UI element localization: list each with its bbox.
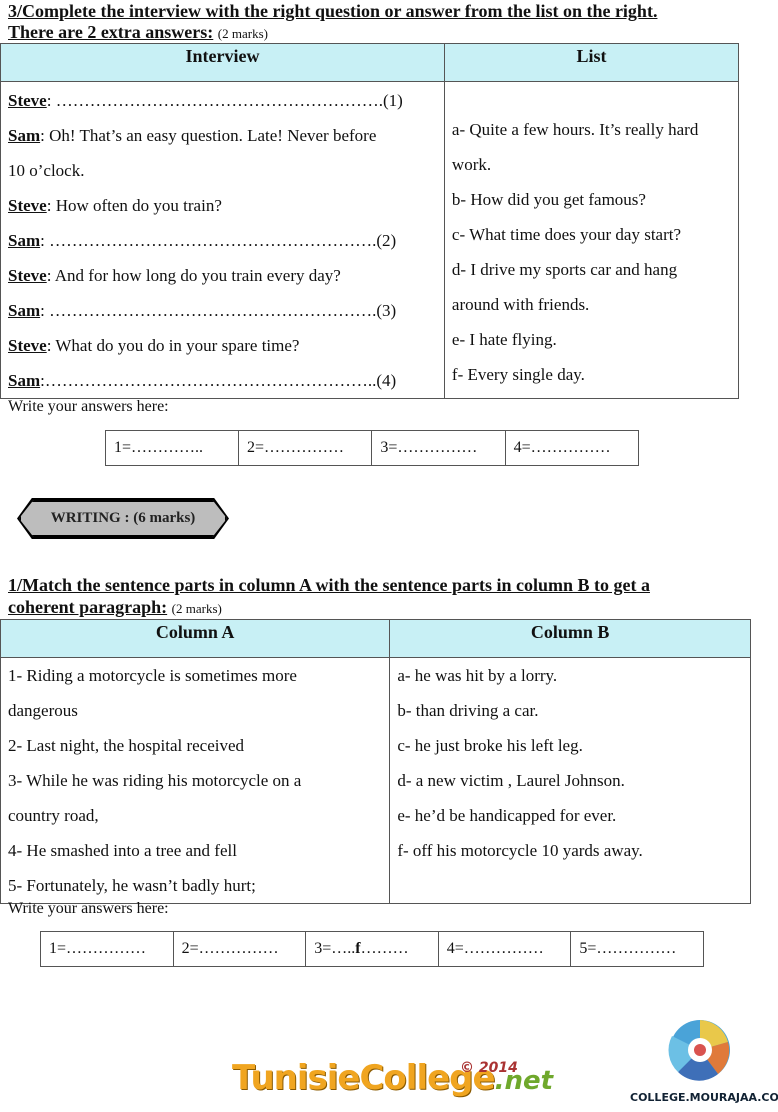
mourajaa-site: COLLEGE.MOURAJAA.COM: [630, 1091, 778, 1104]
list-item: d- I drive my sports car and hang: [451, 260, 678, 279]
dialogue-text: :…………………………………………………..(4): [40, 371, 397, 390]
column-a-line: country road,: [8, 806, 99, 825]
interview-line: Sam: Oh! That’s an easy question. Late! …: [8, 118, 438, 153]
exercise1-subtitle-text: coherent paragraph:: [8, 597, 168, 617]
dialogue-text: : And for how long do you train every da…: [46, 266, 341, 285]
exercise3-marks: (2 marks): [217, 26, 268, 41]
column-b-cell: a- he was hit by a lorry. b- than driving…: [389, 657, 751, 904]
list-item: e- I hate flying.: [451, 330, 557, 349]
dialogue-text: : Oh! That’s an easy question. Late! Nev…: [40, 126, 377, 145]
exercise3-subtitle-text: There are 2 extra answers:: [8, 22, 214, 42]
answer-box-1[interactable]: 1=…………..: [104, 430, 240, 466]
speaker-name: Sam: [8, 126, 41, 145]
column-b-line: b- than driving a car.: [397, 701, 539, 720]
exercise1-marks: (2 marks): [171, 601, 222, 616]
dialogue-text: : ………………………………………………….(2): [40, 231, 397, 250]
interview-line: Steve: ………………………………………………….(1): [8, 83, 438, 118]
column-b-line: c- he just broke his left leg.: [397, 736, 583, 755]
logo-year: © 2014: [460, 1060, 518, 1076]
match-answer-3-letter: f: [355, 940, 361, 957]
speaker-name: Sam: [8, 231, 41, 250]
interview-line: Sam: ………………………………………………….(3): [8, 293, 438, 328]
match-answer-box-5[interactable]: 5=……………: [570, 931, 704, 967]
interview-cell: Steve: ………………………………………………….(1)Sam: Oh! T…: [0, 81, 445, 399]
mourajaa-emblem-icon: [668, 1020, 730, 1081]
column-a-lines: 1- Riding a motorcycle is sometimes more…: [8, 658, 383, 903]
speaker-name: Sam: [8, 301, 41, 320]
list-lines: a- Quite a few hours. It’s really hard wo…: [452, 82, 732, 392]
logo-main-text: TunisieCollege: [232, 1058, 496, 1098]
tunisiecollege-logo: TunisieCollege.net © 2014: [232, 1058, 553, 1098]
dialogue-text: 10 o’clock.: [8, 161, 85, 180]
match-answer-3-prefix: 3=…..: [314, 940, 356, 957]
list-item: c- What time does your day start?: [451, 225, 682, 244]
column-a-line: 3- While he was riding his motorcycle on…: [8, 771, 302, 790]
list-header: List: [443, 43, 740, 82]
match-answer-box-1[interactable]: 1=……………: [40, 931, 174, 967]
interview-header: Interview: [0, 43, 445, 82]
writing-badge: WRITING : (6 marks): [19, 500, 227, 537]
column-a-line: 5- Fortunately, he wasn’t badly hurt;: [8, 876, 256, 895]
list-item: a- Quite a few hours. It’s really hard: [451, 120, 699, 139]
dialogue-text: : What do you do in your spare time?: [46, 336, 300, 355]
list-item: work.: [451, 155, 492, 174]
dialogue-text: : ………………………………………………….(1): [46, 91, 403, 110]
column-b-line: e- he’d be handicapped for ever.: [397, 806, 617, 825]
speaker-name: Steve: [8, 266, 47, 285]
answer-box-2[interactable]: 2=……………: [238, 430, 373, 466]
list-item: b- How did you get famous?: [451, 190, 646, 209]
column-b-line: d- a new victim , Laurel Johnson.: [397, 771, 625, 790]
list-item: f- Every single day.: [451, 365, 585, 384]
interview-line: Steve: How often do you train?: [8, 188, 438, 223]
answer-box-4[interactable]: 4=……………: [504, 430, 640, 466]
column-a-line: 1- Riding a motorcycle is sometimes more: [8, 666, 297, 685]
interview-line: Steve: What do you do in your spare time…: [8, 328, 438, 363]
match-answer-3-dots: ………: [360, 940, 409, 957]
logo-net-text: .net: [494, 1066, 554, 1096]
column-a-cell: 1- Riding a motorcycle is sometimes more…: [0, 657, 391, 904]
list-item: around with friends.: [451, 295, 590, 314]
speaker-name: Steve: [8, 196, 47, 215]
match-answer-box-4[interactable]: 4=……………: [437, 931, 572, 967]
interview-lines: Steve: ………………………………………………….(1)Sam: Oh! T…: [8, 82, 438, 398]
column-a-line: 4- He smashed into a tree and fell: [8, 841, 237, 860]
mourajaa-logo: COLLEGE.MOURAJAA.COM: [630, 1012, 778, 1104]
speaker-name: Steve: [8, 91, 47, 110]
exercise3-subtitle: There are 2 extra answers: (2 marks): [8, 22, 268, 44]
column-a-line: dangerous: [8, 701, 78, 720]
columns-table: Column A Column B 1- Riding a motorcycle…: [0, 619, 751, 904]
exercise1-subtitle: coherent paragraph: (2 marks): [8, 597, 222, 619]
exercise3-answer-table: 1=………….. 2=…………… 3=…………… 4=……………: [104, 430, 640, 466]
dialogue-text: : How often do you train?: [46, 196, 222, 215]
interview-line: 10 o’clock.: [8, 153, 438, 188]
match-answer-box-2[interactable]: 2=……………: [172, 931, 307, 967]
interview-table: Interview List Steve: …………………………………………………: [0, 43, 740, 399]
interview-line: Sam:…………………………………………………..(4): [8, 363, 438, 398]
column-a-header: Column A: [0, 619, 391, 658]
exercise3-title: 3/Complete the interview with the right …: [8, 1, 658, 21]
speaker-name: Steve: [8, 336, 47, 355]
column-b-line: a- he was hit by a lorry.: [397, 666, 558, 685]
exercise1-title: 1/Match the sentence parts in column A w…: [8, 575, 650, 595]
answer-box-3[interactable]: 3=……………: [371, 430, 506, 466]
dialogue-text: : ………………………………………………….(3): [40, 301, 397, 320]
column-b-lines: a- he was hit by a lorry. b- than driving…: [397, 658, 744, 868]
exercise1-write-label: Write your answers here:: [8, 900, 169, 917]
match-answer-box-3[interactable]: 3=…..f………: [305, 931, 439, 967]
column-b-line: f- off his motorcycle 10 yards away.: [397, 841, 643, 860]
interview-line: Steve: And for how long do you train eve…: [8, 258, 438, 293]
speaker-name: Sam: [8, 371, 41, 390]
interview-line: Sam: ………………………………………………….(2): [8, 223, 438, 258]
exercise3-write-label: Write your answers here:: [8, 398, 169, 415]
column-b-header: Column B: [389, 619, 751, 658]
column-a-line: 2- Last night, the hospital received: [8, 736, 245, 755]
exercise1-answer-table: 1=…………… 2=…………… 3=…..f……… 4=…………… 5=……………: [40, 931, 704, 967]
list-cell: a- Quite a few hours. It’s really hard wo…: [443, 81, 740, 399]
